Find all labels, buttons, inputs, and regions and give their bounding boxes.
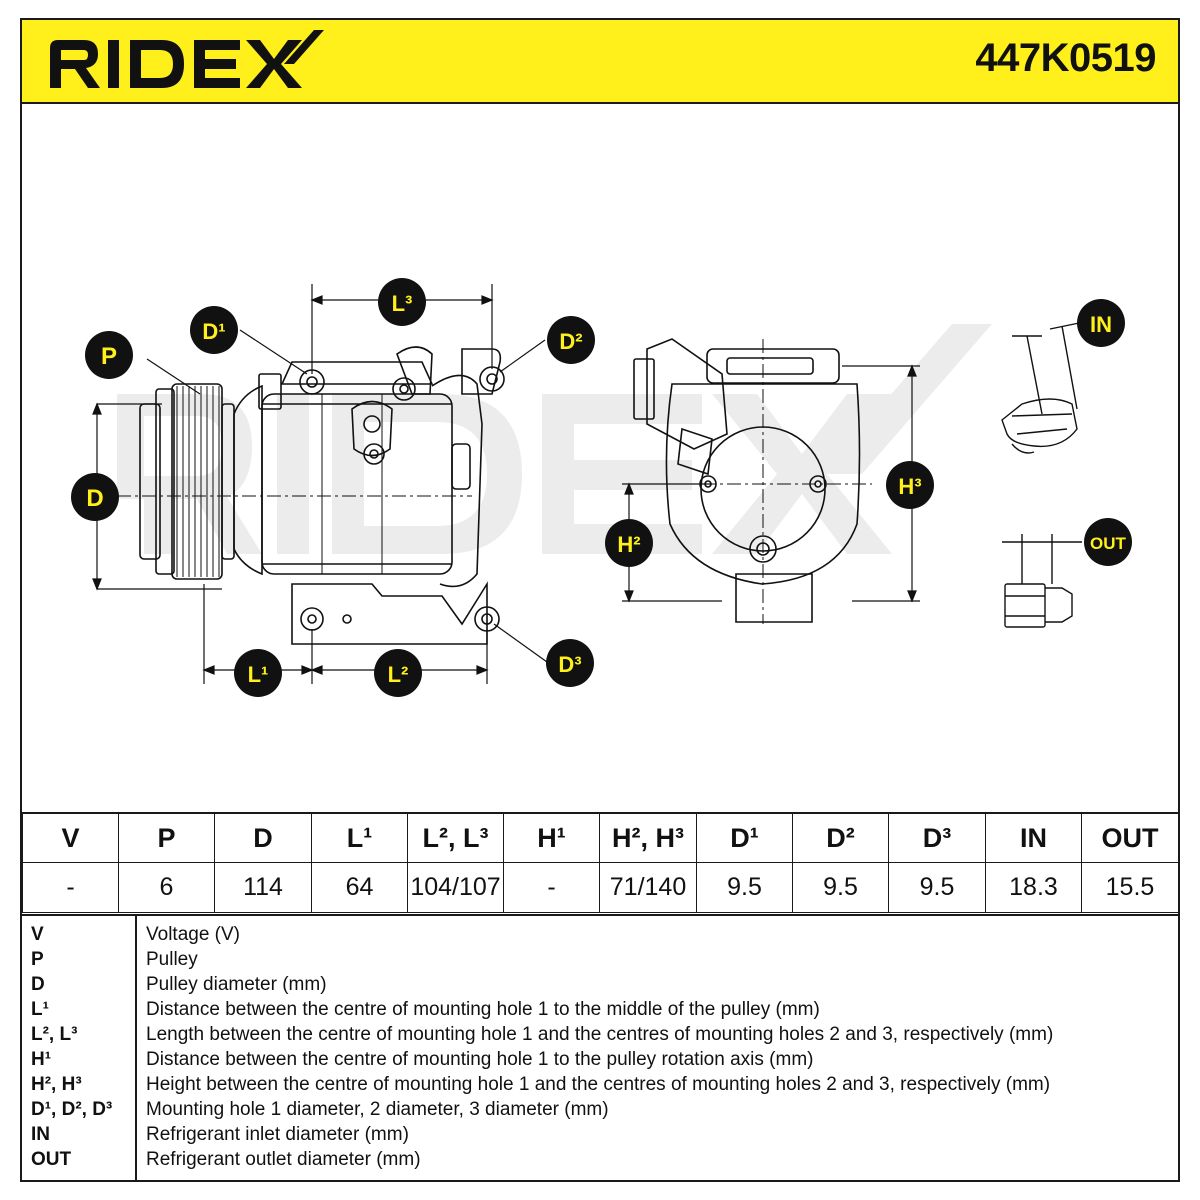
header-cell: D² xyxy=(792,812,889,863)
value-cell: 64 xyxy=(311,862,408,913)
legend-desc: Mounting hole 1 diameter, 2 diameter, 3 … xyxy=(146,1099,609,1120)
table-header-row: V P D L¹ L², L³ H¹ H², H³ D¹ D² D³ IN OU… xyxy=(22,812,1179,863)
legend-key: OUT xyxy=(31,1149,72,1170)
svg-text:L²: L² xyxy=(388,662,409,687)
svg-text:D²: D² xyxy=(559,329,582,354)
legend-desc: Refrigerant inlet diameter (mm) xyxy=(146,1124,409,1145)
legend-row: D¹, D², D³ Mounting hole 1 diameter, 2 d… xyxy=(22,1097,1178,1122)
value-cell: 18.3 xyxy=(985,862,1082,913)
legend-key: P xyxy=(31,949,44,970)
value-cell: 9.5 xyxy=(792,862,889,913)
badge-d3: D³ xyxy=(546,639,594,687)
svg-text:L¹: L¹ xyxy=(248,662,269,687)
legend-desc: Distance between the centre of mounting … xyxy=(146,1049,814,1070)
header-cell: V xyxy=(22,812,119,863)
header-cell: OUT xyxy=(1081,812,1179,863)
label-badges: P D D¹ L³ D² D³ xyxy=(71,278,1132,697)
legend-desc: Voltage (V) xyxy=(146,924,240,945)
legend-row: L¹ Distance between the centre of mounti… xyxy=(22,997,1178,1022)
compressor-side-view xyxy=(92,346,505,645)
inlet-fitting-view xyxy=(1001,321,1085,454)
svg-text:H²: H² xyxy=(617,532,640,557)
header-cell: L¹ xyxy=(311,812,408,863)
svg-text:IN: IN xyxy=(1090,312,1112,337)
svg-text:P: P xyxy=(101,343,117,370)
badge-out: OUT xyxy=(1084,518,1132,566)
table-row: - 6 114 64 104/107 - 71/140 9.5 9.5 9.5 … xyxy=(22,862,1179,913)
legend-desc: Length between the centre of mounting ho… xyxy=(146,1024,1054,1045)
legend-row: L², L³ Length between the centre of moun… xyxy=(22,1022,1178,1047)
legend-row: V Voltage (V) xyxy=(22,922,1178,947)
badge-d: D xyxy=(71,473,119,521)
badge-in: IN xyxy=(1077,299,1125,347)
legend-desc: Height between the centre of mounting ho… xyxy=(146,1074,1051,1095)
svg-text:L³: L³ xyxy=(392,291,413,316)
legend-key: D xyxy=(31,974,45,995)
svg-text:D: D xyxy=(86,485,103,512)
value-cell: 71/140 xyxy=(599,862,697,913)
ridex-logo xyxy=(50,30,324,88)
datasheet: 447K0519 xyxy=(20,18,1180,1182)
legend-row: H¹ Distance between the centre of mounti… xyxy=(22,1047,1178,1072)
outlet-fitting-view xyxy=(1002,534,1082,628)
legend-key: L², L³ xyxy=(31,1024,78,1045)
compressor-rear-view xyxy=(633,338,872,624)
header-cell: D³ xyxy=(888,812,986,863)
header-cell: H¹ xyxy=(503,812,600,863)
svg-text:H³: H³ xyxy=(898,474,921,499)
badge-h2: H² xyxy=(605,519,653,567)
header-cell: H², H³ xyxy=(599,812,697,863)
value-cell: - xyxy=(22,862,119,913)
badge-p: P xyxy=(85,331,133,379)
value-cell: 104/107 xyxy=(407,862,504,913)
legend-divider xyxy=(135,916,137,1182)
legend-key: D¹, D², D³ xyxy=(31,1099,113,1120)
badge-l2: L² xyxy=(374,649,422,697)
badge-d2: D² xyxy=(547,316,595,364)
value-cell: 9.5 xyxy=(888,862,986,913)
technical-drawing: P D D¹ L³ D² D³ xyxy=(71,278,1132,697)
value-cell: 114 xyxy=(214,862,312,913)
legend-key: V xyxy=(31,924,44,945)
legend-desc: Distance between the centre of mounting … xyxy=(146,999,820,1020)
badge-l1: L¹ xyxy=(234,649,282,697)
badge-d1: D¹ xyxy=(190,306,238,354)
legend-key: IN xyxy=(31,1124,50,1145)
header-cell: IN xyxy=(985,812,1082,863)
legend-key: H², H³ xyxy=(31,1074,82,1095)
svg-text:D¹: D¹ xyxy=(202,319,225,344)
part-number: 447K0519 xyxy=(975,36,1156,80)
value-cell: - xyxy=(503,862,600,913)
svg-text:D³: D³ xyxy=(558,652,581,677)
legend-row: D Pulley diameter (mm) xyxy=(22,972,1178,997)
value-cell: 6 xyxy=(118,862,215,913)
legend-key: H¹ xyxy=(31,1049,52,1070)
legend-key: L¹ xyxy=(31,999,49,1020)
svg-text:OUT: OUT xyxy=(1090,534,1127,553)
header-cell: D xyxy=(214,812,312,863)
value-cell: 9.5 xyxy=(696,862,793,913)
header-cell: P xyxy=(118,812,215,863)
legend-row: P Pulley xyxy=(22,947,1178,972)
legend-row: OUT Refrigerant outlet diameter (mm) xyxy=(22,1147,1178,1172)
legend-row: IN Refrigerant inlet diameter (mm) xyxy=(22,1122,1178,1147)
badge-l3: L³ xyxy=(378,278,426,326)
ridex-watermark xyxy=(117,324,992,554)
header-bar: 447K0519 xyxy=(22,20,1178,104)
legend-desc: Refrigerant outlet diameter (mm) xyxy=(146,1149,421,1170)
specification-table: V P D L¹ L², L³ H¹ H², H³ D¹ D² D³ IN OU… xyxy=(22,812,1179,913)
header-cell: L², L³ xyxy=(407,812,504,863)
header-cell: D¹ xyxy=(696,812,793,863)
legend-desc: Pulley xyxy=(146,949,198,970)
legend-desc: Pulley diameter (mm) xyxy=(146,974,327,995)
value-cell: 15.5 xyxy=(1081,862,1179,913)
legend-row: H², H³ Height between the centre of moun… xyxy=(22,1072,1178,1097)
legend: V Voltage (V) P Pulley D Pulley diameter… xyxy=(22,914,1178,1184)
badge-h3: H³ xyxy=(886,461,934,509)
